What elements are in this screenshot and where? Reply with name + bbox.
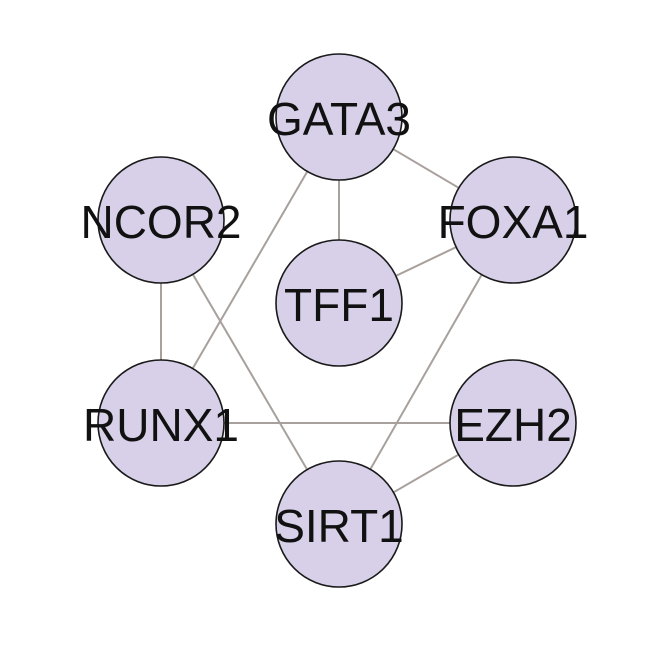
node-circle [97, 156, 225, 284]
node-label: SIRT1 [274, 500, 404, 552]
node-label: EZH2 [454, 399, 572, 451]
node-label: TFF1 [284, 279, 394, 331]
node-circle [97, 359, 225, 487]
node-foxa1[interactable]: FOXA1 [438, 156, 589, 284]
node-label: FOXA1 [438, 196, 589, 248]
node-label: GATA3 [267, 93, 411, 145]
node-label: RUNX1 [83, 399, 239, 451]
node-ncor2[interactable]: NCOR2 [80, 156, 242, 284]
node-gata3[interactable]: GATA3 [267, 53, 411, 181]
node-runx1[interactable]: RUNX1 [83, 359, 239, 487]
node-circle [449, 156, 577, 284]
node-circle [449, 359, 577, 487]
node-label: NCOR2 [80, 196, 241, 248]
node-ezh2[interactable]: EZH2 [449, 359, 577, 487]
node-sirt1[interactable]: SIRT1 [274, 460, 404, 588]
node-circle [275, 53, 403, 181]
node-tff1[interactable]: TFF1 [275, 239, 403, 367]
node-circle [275, 460, 403, 588]
node-circle [275, 239, 403, 367]
